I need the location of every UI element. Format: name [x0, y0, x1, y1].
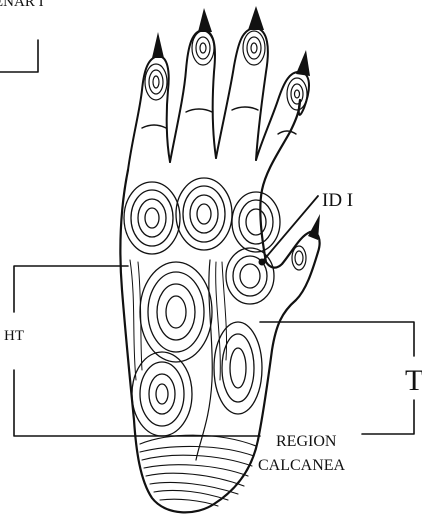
label-region: REGION	[276, 433, 337, 450]
bracket-t-top	[260, 322, 414, 356]
claw-2	[198, 8, 212, 32]
claw-3	[248, 6, 264, 30]
digital-pad-1	[145, 64, 167, 100]
sole-pad-lower	[132, 352, 192, 436]
digital-pad-3	[243, 31, 265, 65]
sole-pad-right	[214, 322, 262, 414]
label-ht: HT	[4, 328, 24, 344]
digital-pad-4	[287, 78, 307, 110]
label-thenar-clipped: ENAR I	[0, 0, 44, 10]
joint-creases	[142, 107, 296, 134]
interdigital-pads	[124, 178, 280, 304]
label-id1: ID I	[322, 190, 353, 211]
sole-pad-upper	[140, 262, 212, 362]
digital-pad-5	[292, 246, 306, 270]
interdigital-pad-1	[124, 182, 180, 254]
claw-5	[308, 214, 320, 240]
hypothenar-pads	[130, 260, 262, 460]
label-t: T	[405, 364, 422, 397]
bracket-t-bottom	[362, 400, 414, 434]
claw-1	[152, 32, 164, 58]
label-calcanea: CALCANEA	[258, 457, 346, 474]
digital-pad-2	[192, 31, 214, 65]
interdigital-pad-3	[232, 192, 280, 252]
bracket-top-left	[0, 40, 38, 72]
claw-4	[296, 50, 310, 76]
bracket-ht-top	[14, 266, 128, 312]
pointer-id1-dot	[259, 259, 266, 266]
interdigital-pad-2	[176, 178, 232, 250]
calcanea-hatching	[140, 435, 256, 506]
